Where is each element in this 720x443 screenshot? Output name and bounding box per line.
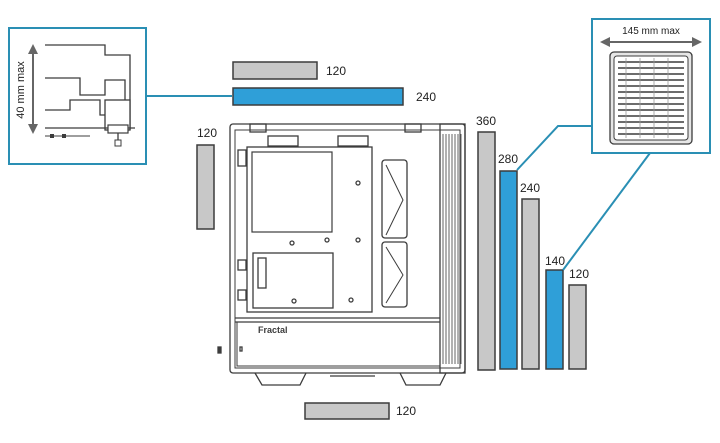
top-clearance-callout: 40 mm max: [8, 27, 147, 165]
front-280-callout-connector: [516, 125, 592, 171]
case-brand-logo: Fractal: [258, 325, 288, 335]
case-drawing: [217, 123, 466, 386]
front-radiators: 360 280 240 140 120: [476, 114, 589, 371]
top-radiator-240-label: 240: [416, 90, 436, 104]
rear-radiator: 120: [196, 126, 217, 230]
rear-radiator-120-label: 120: [197, 126, 217, 140]
top-radiator-120: [232, 61, 318, 80]
bottom-radiator: 120: [304, 402, 416, 420]
front-140-callout-connector: [562, 152, 651, 271]
front-radiator-140-label: 140: [545, 254, 565, 268]
top-radiator-240: [232, 87, 404, 106]
radiator-width-label: 145 mm max: [622, 26, 680, 37]
front-radiator-120-label: 120: [569, 267, 589, 281]
bottom-radiator-120-label: 120: [396, 404, 416, 418]
front-radiator-360: [477, 131, 496, 371]
front-radiator-240-label: 240: [520, 181, 540, 195]
bottom-radiator-120: [304, 402, 390, 420]
front-radiator-240: [521, 198, 540, 370]
front-radiator-280-label: 280: [498, 152, 518, 166]
top-radiator-120-label: 120: [326, 64, 346, 78]
radiator-width-callout: 145 mm max: [591, 18, 711, 154]
top-clearance-label: 40 mm max: [15, 61, 27, 119]
top-radiators: 120 240: [232, 61, 436, 106]
front-radiator-140: [545, 269, 564, 370]
front-radiator-360-label: 360: [476, 114, 496, 128]
front-radiator-280: [499, 170, 518, 370]
front-radiator-120: [568, 284, 587, 370]
rear-radiator-120: [196, 144, 215, 230]
